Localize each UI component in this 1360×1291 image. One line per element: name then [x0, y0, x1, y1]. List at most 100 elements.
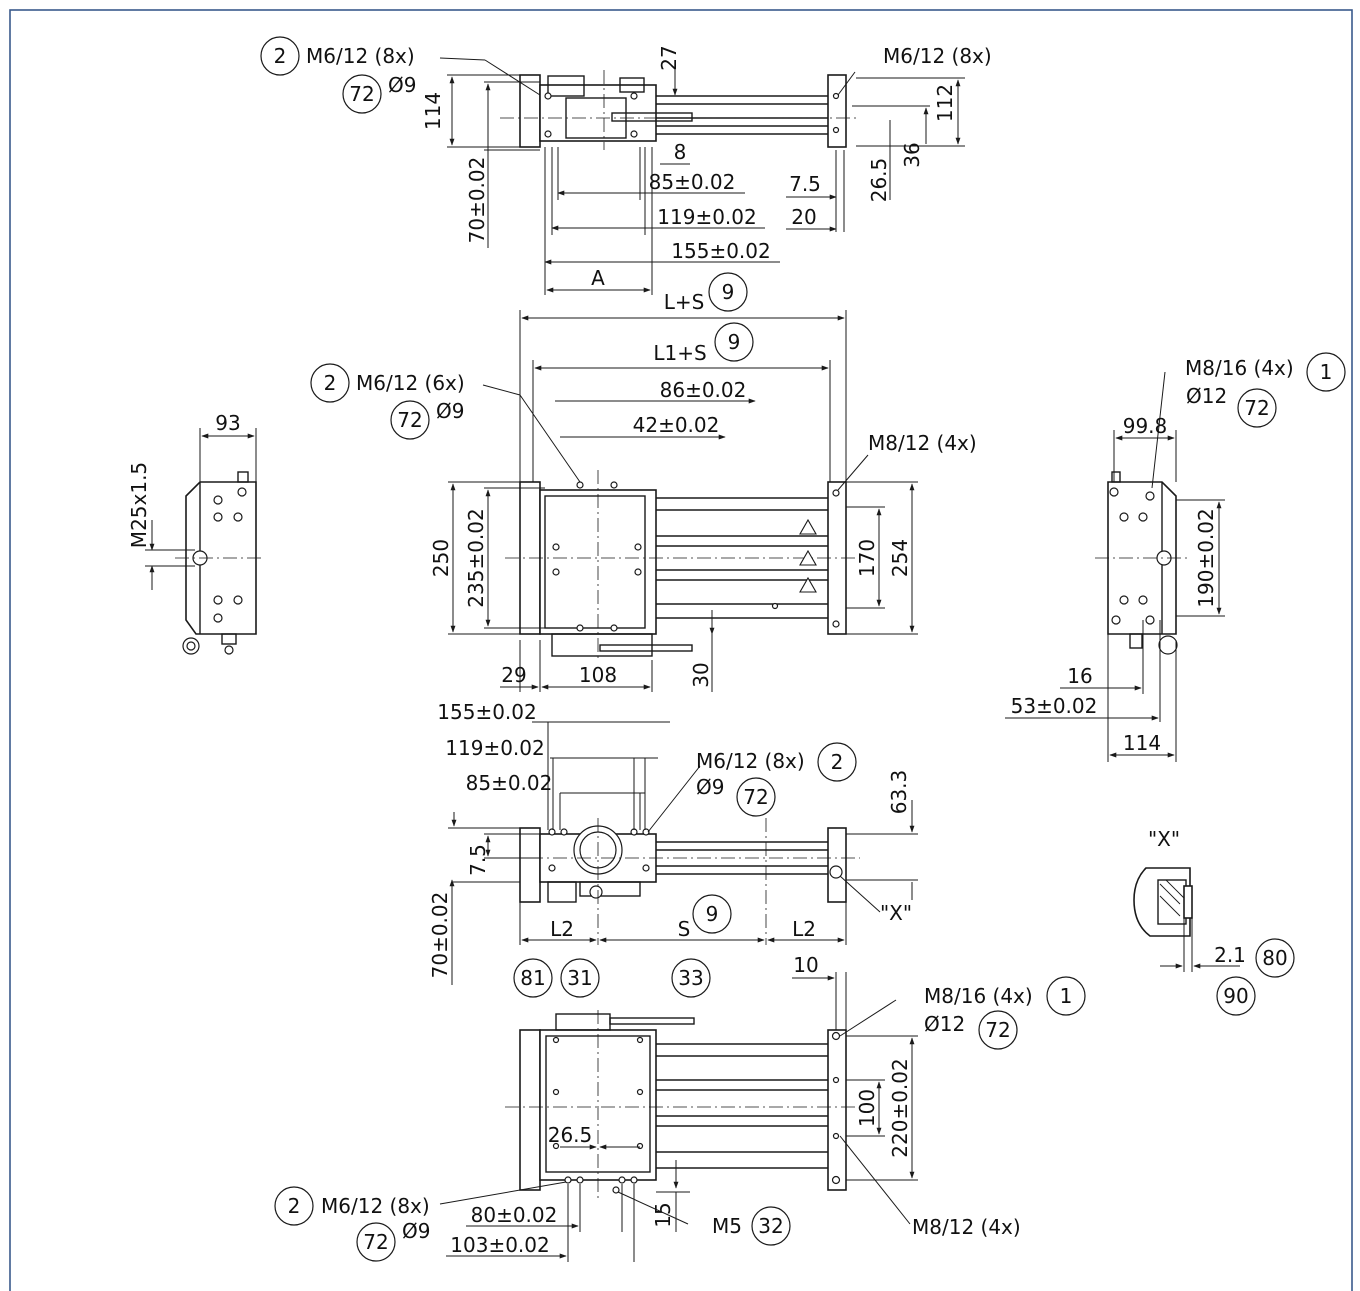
- detail-x-plug: [1183, 885, 1193, 919]
- dimension: 103±0.02: [450, 1233, 549, 1257]
- dimension: 119±0.02: [657, 205, 756, 229]
- bubble-number: 33: [678, 966, 703, 990]
- thread-callout: M8/16 (4x): [1185, 356, 1294, 380]
- dimension: 155±0.02: [671, 239, 770, 263]
- underside-left-endplate: [519, 1029, 541, 1191]
- dimension: A: [591, 266, 605, 290]
- dimension: L+S: [664, 290, 705, 314]
- dimension: 114: [421, 92, 445, 130]
- dimension: 93: [215, 411, 240, 435]
- dimension: 108: [579, 663, 617, 687]
- bubble: [513, 958, 553, 998]
- bubble: [1306, 352, 1346, 392]
- bottom-right-endplate: [827, 827, 847, 903]
- bubble: [260, 36, 300, 76]
- diameter-callout: Ø12: [1186, 384, 1227, 408]
- diameter-callout: Ø9: [696, 775, 724, 799]
- dimension: 16: [1067, 664, 1092, 688]
- right-side-view: [1005, 371, 1225, 762]
- bubble: [736, 777, 776, 817]
- detail-x-view: [1133, 867, 1240, 972]
- thread-callout: M6/12 (8x): [321, 1194, 430, 1218]
- bubble-number: 81: [520, 966, 545, 990]
- thread-callout: M8/12 (4x): [912, 1215, 1021, 1239]
- bubble-number: 2: [274, 44, 287, 68]
- bubble: [708, 272, 748, 312]
- bubble: [751, 1206, 791, 1246]
- dimension: 100: [855, 1089, 879, 1127]
- dimension: 63.3: [887, 770, 911, 815]
- dimension: 30: [689, 662, 713, 687]
- dimension: 20: [791, 205, 816, 229]
- bubble: [671, 958, 711, 998]
- bubble-number: 72: [349, 82, 374, 106]
- bubble: [1046, 976, 1086, 1016]
- diameter-callout: Ø9: [436, 399, 464, 423]
- bubble-number: 72: [743, 785, 768, 809]
- bottom-left-endplate: [519, 827, 541, 903]
- dimension: 7.5: [789, 172, 821, 196]
- diameter-callout: Ø9: [388, 73, 416, 97]
- top-view: [439, 57, 965, 295]
- thread-callout: M8/12 (4x): [868, 431, 977, 455]
- bubble-number: 9: [728, 330, 741, 354]
- right-side-labels: M8/16 (4x) 1 Ø12 72 99.8 190±0.02 16 53±…: [1011, 352, 1346, 755]
- dimension: 99.8: [1123, 414, 1168, 438]
- dimension: 119±0.02: [445, 736, 544, 760]
- dimension: S: [678, 917, 691, 941]
- underside-labels: 81 31 33 10 M8/16 (4x) 1 Ø12 72 100 220±…: [274, 953, 1086, 1262]
- bubble-number: 1: [1060, 984, 1073, 1008]
- thread-callout: M25x1.5: [127, 462, 151, 548]
- dimension: 29: [501, 663, 526, 687]
- detail-x-labels: "X" 2.1 80 90: [1148, 827, 1295, 1016]
- detail-x-section: [1133, 867, 1191, 937]
- dimension: 70±0.02: [465, 157, 489, 244]
- bubble: [274, 1186, 314, 1226]
- dimension: 86±0.02: [660, 378, 747, 402]
- bubble-number: 72: [1244, 396, 1269, 420]
- dimension: 53±0.02: [1011, 694, 1098, 718]
- bubble-number: 2: [288, 1194, 301, 1218]
- top-view-labels: 2 M6/12 (8x) 72 Ø9 114 27 70±0.02 8 85±0…: [260, 36, 992, 290]
- dimension: 235±0.02: [464, 508, 488, 607]
- bubble: [1216, 976, 1256, 1016]
- bubble-number: 90: [1223, 984, 1248, 1008]
- bubble-number: 31: [567, 966, 592, 990]
- left-side-view: [145, 428, 265, 655]
- dimension: L1+S: [653, 341, 706, 365]
- thread-callout: M6/12 (8x): [696, 749, 805, 773]
- bubble-number: 72: [363, 1230, 388, 1254]
- dimension: 190±0.02: [1194, 508, 1218, 607]
- bubble-number: 72: [985, 1018, 1010, 1042]
- bottom-view: [448, 721, 918, 985]
- front-view: [448, 310, 918, 692]
- underside-view: [439, 972, 918, 1262]
- bubble: [1255, 938, 1295, 978]
- front-view-labels: L+S 9 L1+S 9 2 M6/12 (6x) 72 Ø9 86±0.02 …: [310, 272, 977, 688]
- dimension: 155±0.02: [437, 700, 536, 724]
- bubble: [310, 363, 350, 403]
- bubble: [390, 400, 430, 440]
- dimension: 112: [933, 84, 957, 122]
- dimension: 7.5: [466, 844, 490, 876]
- thread-callout: M8/16 (4x): [924, 984, 1033, 1008]
- dimension: 15: [651, 1202, 675, 1227]
- bubble-number: 9: [722, 280, 735, 304]
- dimension: 250: [429, 539, 453, 577]
- dimension: 70±0.02: [428, 892, 452, 979]
- thread-callout: M5: [712, 1214, 742, 1238]
- top-left-endplate: [519, 74, 541, 148]
- thread-callout: M6/12 (8x): [883, 44, 992, 68]
- underside-right-endplate: [827, 1029, 847, 1191]
- left-side-labels: 93 M25x1.5: [127, 411, 241, 548]
- dimension: 2.1: [1214, 943, 1246, 967]
- dimension: 42±0.02: [633, 413, 720, 437]
- bubble: [692, 894, 732, 934]
- bubble: [817, 742, 857, 782]
- thread-callout: M6/12 (8x): [306, 44, 415, 68]
- dimension: 220±0.02: [888, 1058, 912, 1157]
- diameter-callout: Ø9: [402, 1219, 430, 1243]
- dimension: 26.5: [548, 1123, 593, 1147]
